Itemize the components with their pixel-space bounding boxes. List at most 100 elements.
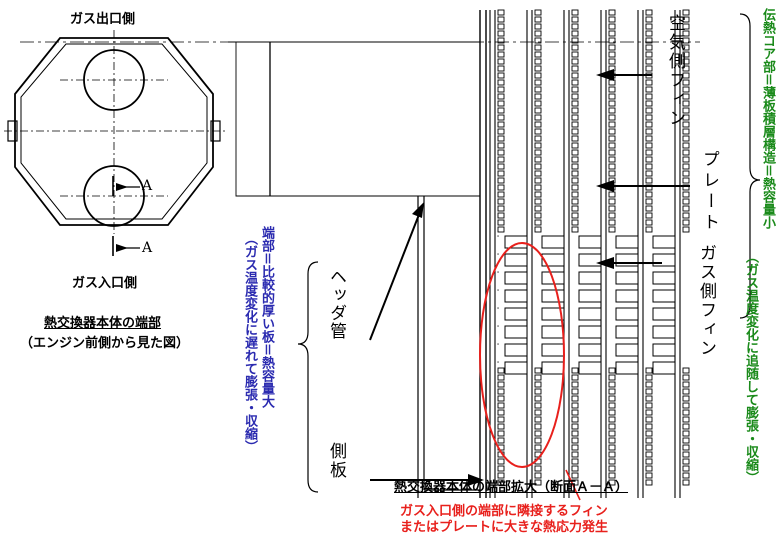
- air-fin-cell: [572, 445, 578, 450]
- air-fin-cell: [498, 80, 504, 85]
- brace-header-side: [298, 262, 318, 492]
- air-fin-cell: [572, 136, 578, 141]
- air-fin-cell: [572, 59, 578, 64]
- gas-fin-cell: [616, 362, 638, 374]
- air-fin-cell: [646, 94, 652, 99]
- air-fin-cell: [683, 410, 689, 415]
- air-fin-cell: [609, 227, 615, 232]
- air-fin-cell: [609, 368, 615, 373]
- air-fin-cell: [535, 52, 541, 57]
- gas-fin-cell: [542, 326, 564, 338]
- air-fin-cell: [683, 199, 689, 204]
- air-fin-cell: [498, 199, 504, 204]
- air-fin-cell: [683, 466, 689, 471]
- air-fin-cell: [609, 31, 615, 36]
- gas-fin-cell: [616, 326, 638, 338]
- air-fin-cell: [535, 220, 541, 225]
- air-fin-cell: [535, 466, 541, 471]
- air-fin-cell: [646, 424, 652, 429]
- air-fin-cell: [535, 375, 541, 380]
- air-fin-cell: [535, 136, 541, 141]
- air-fin-cell: [609, 445, 615, 450]
- gas-fin-cell: [505, 344, 527, 356]
- air-fin-cell: [498, 396, 504, 401]
- air-fin-cell: [535, 431, 541, 436]
- stress-note-line-2: またはプレートに大きな熱応力発生: [400, 516, 608, 535]
- air-fin-cell: [572, 143, 578, 148]
- air-fin-cell: [535, 438, 541, 443]
- air-fin-cell: [535, 213, 541, 218]
- air-fin-cell: [498, 150, 504, 155]
- air-fin-cell: [609, 129, 615, 134]
- air-fin-cell: [535, 59, 541, 64]
- air-fin-cell: [498, 171, 504, 176]
- air-fin-cell: [646, 108, 652, 113]
- air-fin-cell: [646, 192, 652, 197]
- air-fin-cell: [498, 31, 504, 36]
- air-fin-cell: [572, 227, 578, 232]
- air-fin-cell: [646, 382, 652, 387]
- air-fin-cell: [683, 143, 689, 148]
- air-fin-cell: [572, 382, 578, 387]
- air-fin-cell: [498, 122, 504, 127]
- air-fin-cell: [683, 213, 689, 218]
- air-fin-cell: [646, 220, 652, 225]
- air-fin-cell: [609, 164, 615, 169]
- air-fin-cell: [609, 220, 615, 225]
- air-fin-cell: [572, 164, 578, 169]
- air-fin-cell: [535, 192, 541, 197]
- air-fin-cell: [572, 94, 578, 99]
- gas-fin-cell: [653, 344, 675, 356]
- air-fin-cell: [609, 213, 615, 218]
- air-fin-cell: [646, 227, 652, 232]
- air-fin-cell: [609, 101, 615, 106]
- gas-fin-cell: [579, 344, 601, 356]
- air-fin-cell: [609, 150, 615, 155]
- air-fin-cell: [646, 452, 652, 457]
- air-fin-cell: [646, 445, 652, 450]
- air-fin-cell: [646, 17, 652, 22]
- air-fin-cell: [572, 66, 578, 71]
- gas-fin-cell: [653, 236, 675, 248]
- air-fin-cell: [609, 59, 615, 64]
- air-fin-cell: [572, 438, 578, 443]
- air-fin-cell: [498, 213, 504, 218]
- air-fin-cell: [535, 424, 541, 429]
- air-fin-cell: [683, 431, 689, 436]
- air-fin-cell: [646, 101, 652, 106]
- air-fin-cell: [535, 417, 541, 422]
- air-fin-cell: [609, 410, 615, 415]
- air-fin-cell: [572, 31, 578, 36]
- air-fin-cell: [572, 129, 578, 134]
- air-fin-cell: [683, 424, 689, 429]
- air-fin-cell: [646, 143, 652, 148]
- air-fin-cell: [572, 122, 578, 127]
- air-fin-cell: [609, 10, 615, 15]
- air-fin-cell: [683, 445, 689, 450]
- air-fin-cell: [535, 403, 541, 408]
- air-fin-cell: [683, 459, 689, 464]
- air-fin-cell: [646, 157, 652, 162]
- air-fin-cell: [535, 368, 541, 373]
- air-fin-cell: [498, 52, 504, 57]
- air-fin-cell: [498, 129, 504, 134]
- air-fin-cell: [572, 157, 578, 162]
- air-fin-cell: [498, 389, 504, 394]
- air-fin-cell: [498, 115, 504, 120]
- air-fin-cell: [498, 417, 504, 422]
- air-fin-cell: [609, 143, 615, 148]
- arrow-air-fin: [596, 69, 614, 81]
- air-fin-cell: [498, 178, 504, 183]
- gas-fin-cell: [579, 236, 601, 248]
- core-note-sub: （ガス温度変化に追随して膨張・収縮）: [741, 250, 760, 484]
- air-fin-cell: [498, 101, 504, 106]
- housing-outline: [236, 42, 270, 196]
- air-fin-cell: [646, 178, 652, 183]
- air-fin-cell: [572, 368, 578, 373]
- air-fin-cell: [646, 206, 652, 211]
- gas-fin-cell: [505, 236, 527, 248]
- air-fin-cell: [572, 17, 578, 22]
- air-fin-cell: [498, 368, 504, 373]
- air-fin-cell: [498, 438, 504, 443]
- air-fin-cell: [683, 220, 689, 225]
